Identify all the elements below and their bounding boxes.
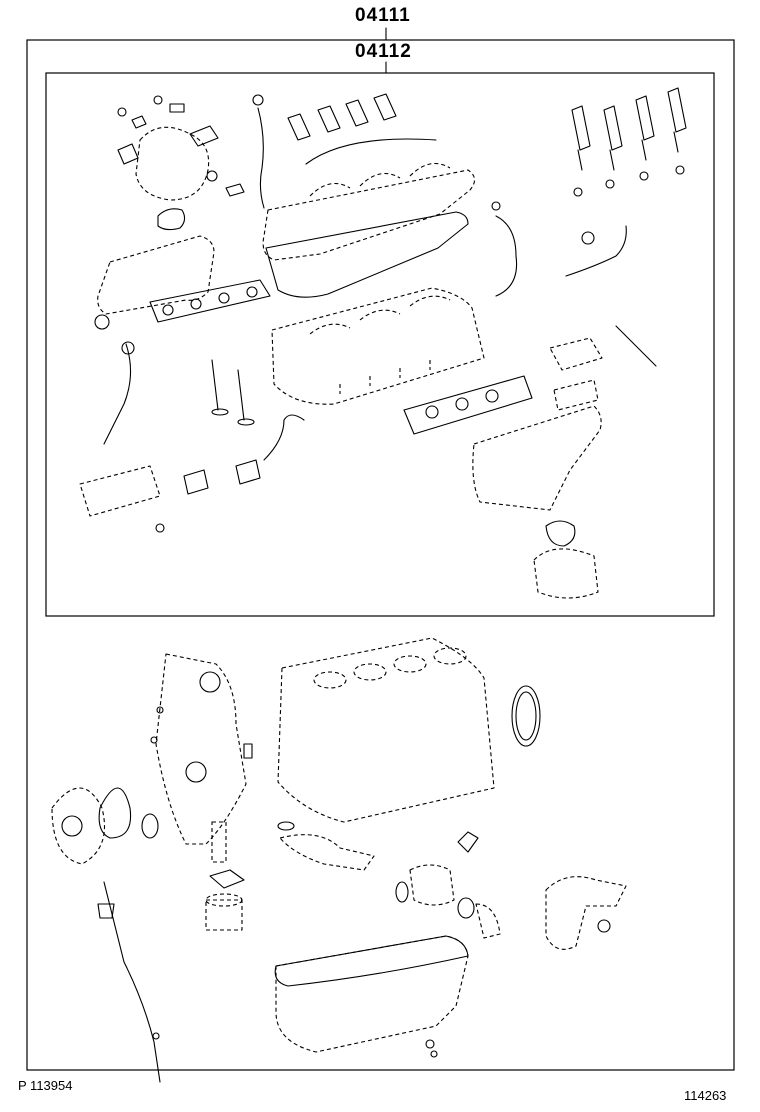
cylinder-head <box>271 287 485 405</box>
oil-dipstick-guide-upper <box>252 94 265 209</box>
glow-plugs <box>287 93 437 165</box>
exhaust-manifold <box>97 208 215 315</box>
cylinder-block <box>277 637 495 823</box>
intake-manifold <box>472 405 602 511</box>
oil-dipstick <box>97 881 161 1083</box>
small-plugs-lower-left <box>150 706 253 759</box>
valve-cover <box>262 162 476 261</box>
egr-cooler <box>79 465 165 533</box>
throttle-body <box>533 520 599 599</box>
inner-kit-frame <box>45 72 715 617</box>
outer-kit-part-number[interactable]: 04111 <box>355 5 411 26</box>
intake-valves <box>211 359 255 426</box>
turbocharger <box>117 125 219 201</box>
timing-chain-cover <box>155 653 247 845</box>
egr-valve <box>549 337 603 411</box>
fuel-pipe-right <box>565 225 657 367</box>
valve-cover-gasket <box>265 211 469 298</box>
rear-crankshaft-seal <box>511 685 541 747</box>
outer-kit-frame <box>26 39 735 1071</box>
inner-kit-part-number[interactable]: 04112 <box>355 41 412 62</box>
thermostat-housing <box>395 831 501 939</box>
oil-pan <box>274 935 469 1058</box>
oil-filter <box>205 821 245 931</box>
fuel-injectors <box>571 87 687 197</box>
oil-pump <box>545 876 627 950</box>
front-crankshaft-seal <box>141 813 159 839</box>
water-pump <box>51 787 106 865</box>
small-fittings-top-left <box>117 95 245 197</box>
oil-level-sensor <box>491 201 518 297</box>
egr-pipe <box>94 314 135 445</box>
water-pump-gasket <box>98 787 132 839</box>
footer-right-label: 114263 <box>684 1088 727 1103</box>
oil-strainer <box>277 821 375 871</box>
footer-left-label: P 113954 <box>18 1078 73 1093</box>
exhaust-manifold-gasket <box>149 279 271 323</box>
head-gasket <box>403 375 533 435</box>
water-outlet-pipes <box>183 414 305 495</box>
